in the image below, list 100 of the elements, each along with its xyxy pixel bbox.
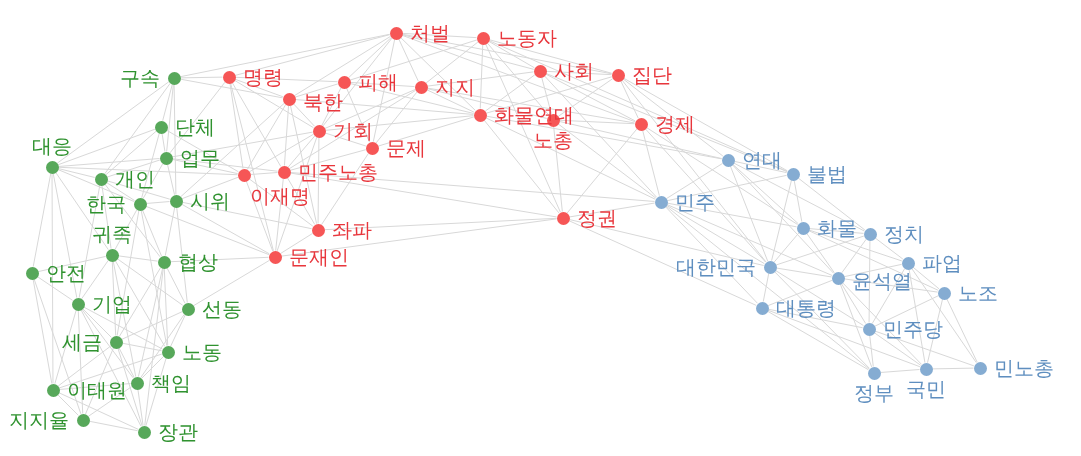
edge-line bbox=[767, 308, 864, 329]
edge-line bbox=[56, 81, 170, 164]
edge-line bbox=[622, 78, 724, 157]
edge-line bbox=[295, 99, 474, 115]
edge-line bbox=[426, 88, 548, 119]
edge-line bbox=[121, 311, 183, 340]
edge-line bbox=[88, 420, 139, 432]
edge-line bbox=[797, 177, 866, 231]
edge-line bbox=[280, 232, 313, 255]
edge-line bbox=[568, 202, 656, 218]
edge-line bbox=[32, 172, 52, 268]
node-label: 이태원 bbox=[67, 379, 127, 401]
edge-line bbox=[773, 232, 800, 263]
edge-line bbox=[170, 314, 186, 347]
edge-line bbox=[117, 255, 159, 262]
edge-line bbox=[81, 259, 109, 300]
edge-line bbox=[77, 310, 84, 414]
node-label: 노조 bbox=[958, 282, 998, 304]
edge-line bbox=[324, 217, 557, 231]
node-dot bbox=[76, 413, 90, 427]
edge-line bbox=[350, 81, 415, 88]
edge-line bbox=[808, 230, 939, 291]
edge-line bbox=[289, 104, 318, 225]
node-dot bbox=[937, 286, 951, 300]
edge-line bbox=[317, 137, 320, 224]
edge-line bbox=[116, 258, 184, 306]
node-dot bbox=[919, 362, 933, 376]
edge-line bbox=[324, 89, 416, 129]
node-label: 안전 bbox=[46, 262, 86, 284]
edge-line bbox=[372, 38, 396, 143]
node-dot bbox=[863, 227, 877, 241]
edge-line bbox=[145, 357, 167, 427]
edge-line bbox=[324, 132, 367, 147]
edge-line bbox=[37, 255, 107, 273]
edge-line bbox=[908, 268, 926, 364]
edge-line bbox=[287, 135, 316, 168]
node-label: 명령 bbox=[243, 66, 283, 88]
edge-line bbox=[181, 201, 313, 230]
edge-line bbox=[559, 119, 635, 125]
node-dot bbox=[133, 197, 147, 211]
node-dot bbox=[721, 153, 735, 167]
edge-line bbox=[324, 115, 475, 131]
node-dot bbox=[181, 302, 195, 316]
edge-line bbox=[294, 83, 339, 98]
edge-line bbox=[484, 74, 536, 112]
edge-line bbox=[181, 176, 239, 200]
node-label: 지지율 bbox=[9, 409, 69, 431]
edge-line bbox=[932, 367, 974, 370]
edge-line bbox=[121, 342, 163, 352]
edge-line bbox=[402, 32, 477, 39]
edge-line bbox=[808, 229, 903, 262]
edge-line bbox=[286, 177, 316, 225]
edge-line bbox=[485, 117, 656, 200]
edge-line bbox=[170, 256, 269, 263]
node-label: 집단 bbox=[632, 64, 672, 86]
edge-line bbox=[275, 177, 284, 252]
node-label: 이재명 bbox=[250, 185, 310, 207]
edge-line bbox=[348, 36, 392, 79]
edge-line bbox=[665, 205, 870, 370]
edge-line bbox=[166, 267, 186, 304]
node-label: 정권 bbox=[577, 207, 617, 229]
edge-line bbox=[146, 201, 170, 204]
node-dot bbox=[277, 165, 291, 179]
edge-line bbox=[873, 332, 922, 366]
edge-line bbox=[349, 83, 475, 114]
edge-line bbox=[731, 164, 835, 274]
edge-line bbox=[193, 259, 270, 307]
edge-line bbox=[793, 179, 803, 223]
node-dot bbox=[137, 425, 151, 439]
edge-line bbox=[289, 172, 558, 218]
edge-line bbox=[249, 133, 314, 173]
edge-line bbox=[767, 310, 869, 371]
node-label: 기업 bbox=[92, 293, 132, 315]
node-dot bbox=[311, 223, 325, 237]
edge-line bbox=[106, 159, 161, 178]
node-dot bbox=[159, 151, 173, 165]
node-label: 민주 bbox=[675, 191, 715, 213]
node-dot bbox=[268, 250, 282, 264]
edge-line bbox=[321, 152, 369, 226]
node-label: 윤석열 bbox=[852, 270, 912, 292]
edge-line bbox=[230, 82, 274, 252]
edge-line bbox=[280, 218, 558, 257]
edge-line bbox=[775, 269, 864, 327]
edge-line bbox=[58, 392, 139, 430]
node-dot bbox=[611, 68, 625, 82]
edge-line bbox=[57, 128, 156, 166]
node-label: 파업 bbox=[922, 252, 962, 274]
edge-line bbox=[57, 345, 112, 387]
edge-line bbox=[289, 89, 416, 170]
edge-line bbox=[665, 206, 758, 304]
node-dot bbox=[282, 92, 296, 106]
edge-line bbox=[666, 202, 798, 228]
edge-line bbox=[733, 160, 788, 174]
edge-line bbox=[140, 313, 185, 379]
edge-line bbox=[398, 38, 419, 82]
node-dot bbox=[414, 80, 428, 94]
node-label: 화물 bbox=[817, 217, 857, 239]
node-dot bbox=[901, 256, 915, 270]
node-label: 대통령 bbox=[776, 297, 836, 319]
node-label: 대한민국 bbox=[676, 256, 756, 278]
